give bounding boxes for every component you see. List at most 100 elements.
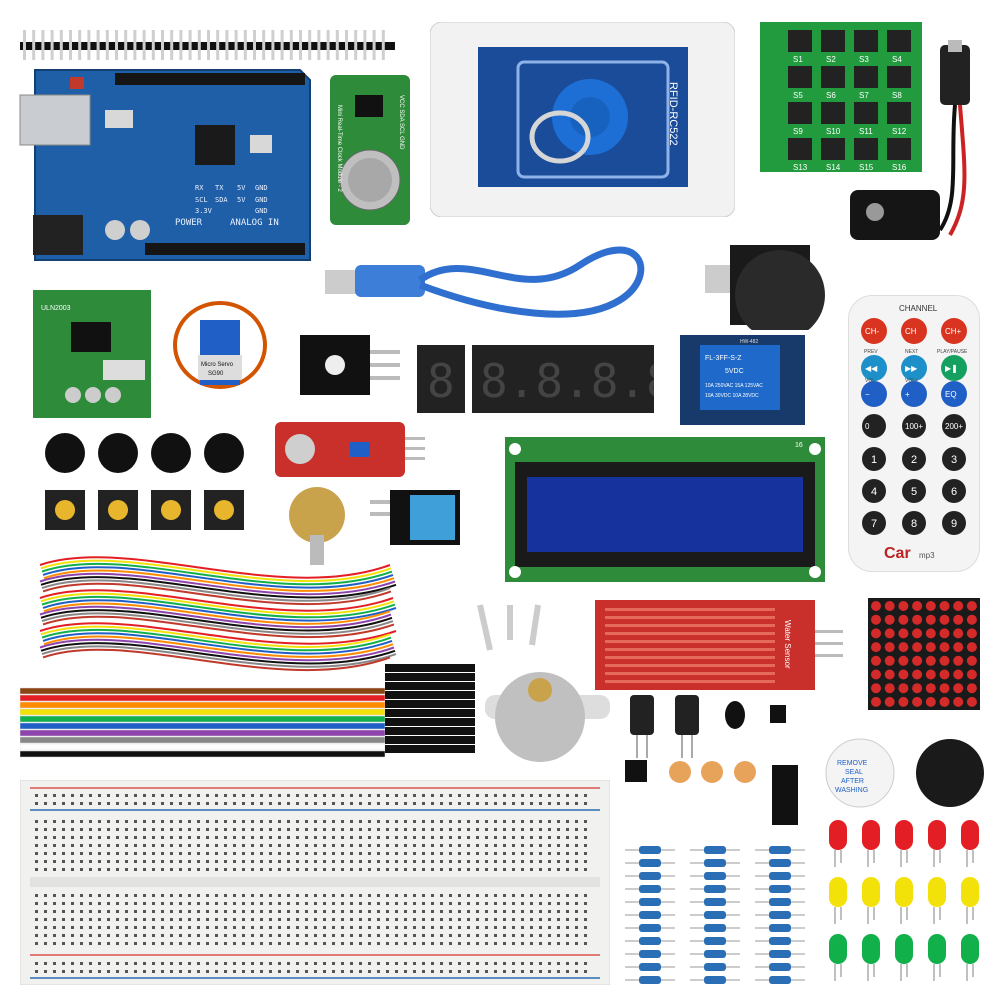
breadboard-hole [89, 794, 92, 797]
breadboard-hole [530, 852, 533, 855]
breadboard-hole [197, 910, 200, 913]
breadboard-hole [341, 836, 344, 839]
breadboard-hole [134, 836, 137, 839]
breadboard-hole [395, 828, 398, 831]
breadboard-hole [107, 794, 110, 797]
breadboard-hole [206, 860, 209, 863]
breadboard-hole [116, 868, 119, 871]
buzzers: REMOVE SEAL AFTER WASHING [825, 738, 984, 808]
breadboard-hole [143, 828, 146, 831]
breadboard-hole [548, 926, 551, 929]
breadboard-hole [413, 820, 416, 823]
breadboard-hole [386, 844, 389, 847]
breadboard-hole [467, 844, 470, 847]
breadboard-hole [530, 918, 533, 921]
header-pin [32, 30, 36, 60]
breadboard-hole [341, 910, 344, 913]
breadboard-hole [53, 918, 56, 921]
breadboard-hole [566, 852, 569, 855]
relay-rating-2: 10A 30VDC 10A 28VDC [705, 393, 759, 399]
breadboard-hole [179, 794, 182, 797]
breadboard-hole [269, 868, 272, 871]
breadboard-hole [530, 970, 533, 973]
jumper-wire [42, 632, 393, 655]
breadboard-hole [386, 918, 389, 921]
breadboard-hole [62, 934, 65, 937]
breadboard-hole [53, 836, 56, 839]
breadboard-hole [449, 970, 452, 973]
breadboard-hole [197, 942, 200, 945]
breadboard-hole [539, 934, 542, 937]
breadboard-hole [494, 868, 497, 871]
breadboard-hole [215, 860, 218, 863]
breadboard-hole [197, 802, 200, 805]
breadboard-hole [431, 902, 434, 905]
breadboard-hole [485, 970, 488, 973]
breadboard-hole [53, 852, 56, 855]
breadboard-hole [107, 844, 110, 847]
breadboard-hole [521, 836, 524, 839]
breadboard-hole [161, 852, 164, 855]
breadboard-hole [224, 828, 227, 831]
breadboard-hole [494, 910, 497, 913]
header-pin [197, 30, 201, 60]
breadboard-hole [332, 844, 335, 847]
breadboard-hole [134, 970, 137, 973]
breadboard-hole [377, 918, 380, 921]
breadboard-hole [386, 794, 389, 797]
header-pin [78, 30, 82, 60]
keypad-key-label: S15 [859, 163, 874, 172]
breadboard-hole [296, 868, 299, 871]
breadboard-hole [206, 836, 209, 839]
breadboard-hole [476, 852, 479, 855]
breadboard-hole [44, 868, 47, 871]
breadboard-hole [125, 802, 128, 805]
jumper-wire [39, 589, 394, 612]
breadboard-hole [584, 934, 587, 937]
breadboard-hole [404, 942, 407, 945]
breadboard-hole [260, 942, 263, 945]
breadboard-hole [98, 902, 101, 905]
keypad-button [887, 138, 911, 160]
breadboard-hole [287, 970, 290, 973]
breadboard-hole [548, 942, 551, 945]
breadboard-hole [575, 902, 578, 905]
breadboard-hole [512, 852, 515, 855]
breadboard-hole [530, 820, 533, 823]
cap-button [98, 433, 138, 473]
breadboard-hole [485, 868, 488, 871]
breadboard-hole [305, 802, 308, 805]
breadboard-hole [107, 902, 110, 905]
breadboard-hole [143, 802, 146, 805]
breadboard-hole [35, 836, 38, 839]
breadboard-hole [368, 852, 371, 855]
breadboard-hole [350, 868, 353, 871]
capacitors [630, 695, 699, 758]
breadboard-hole [467, 942, 470, 945]
breadboard-hole [413, 794, 416, 797]
breadboard-hole [377, 970, 380, 973]
resistor [639, 859, 661, 867]
breadboard-hole [476, 894, 479, 897]
tx-label: TX [215, 184, 224, 192]
breadboard-hole [269, 942, 272, 945]
remote-button-label: 6 [951, 486, 957, 498]
breadboard-hole [584, 926, 587, 929]
led [895, 877, 913, 907]
stepper-motor [485, 672, 610, 762]
breadboard-hole [431, 894, 434, 897]
breadboard-hole [557, 844, 560, 847]
breadboard-hole [251, 934, 254, 937]
matrix-led [939, 614, 950, 625]
header-pin [188, 30, 192, 60]
remote-button [942, 414, 966, 438]
breadboard-hole [188, 894, 191, 897]
jumper-wire [41, 595, 396, 619]
breadboard-hole [206, 794, 209, 797]
breadboard-hole [350, 962, 353, 965]
remote-button-label: 100+ [905, 422, 923, 431]
breadboard-hole [548, 918, 551, 921]
breadboard-hole [440, 802, 443, 805]
sensor-trace [605, 680, 775, 683]
breadboard-hole [116, 820, 119, 823]
